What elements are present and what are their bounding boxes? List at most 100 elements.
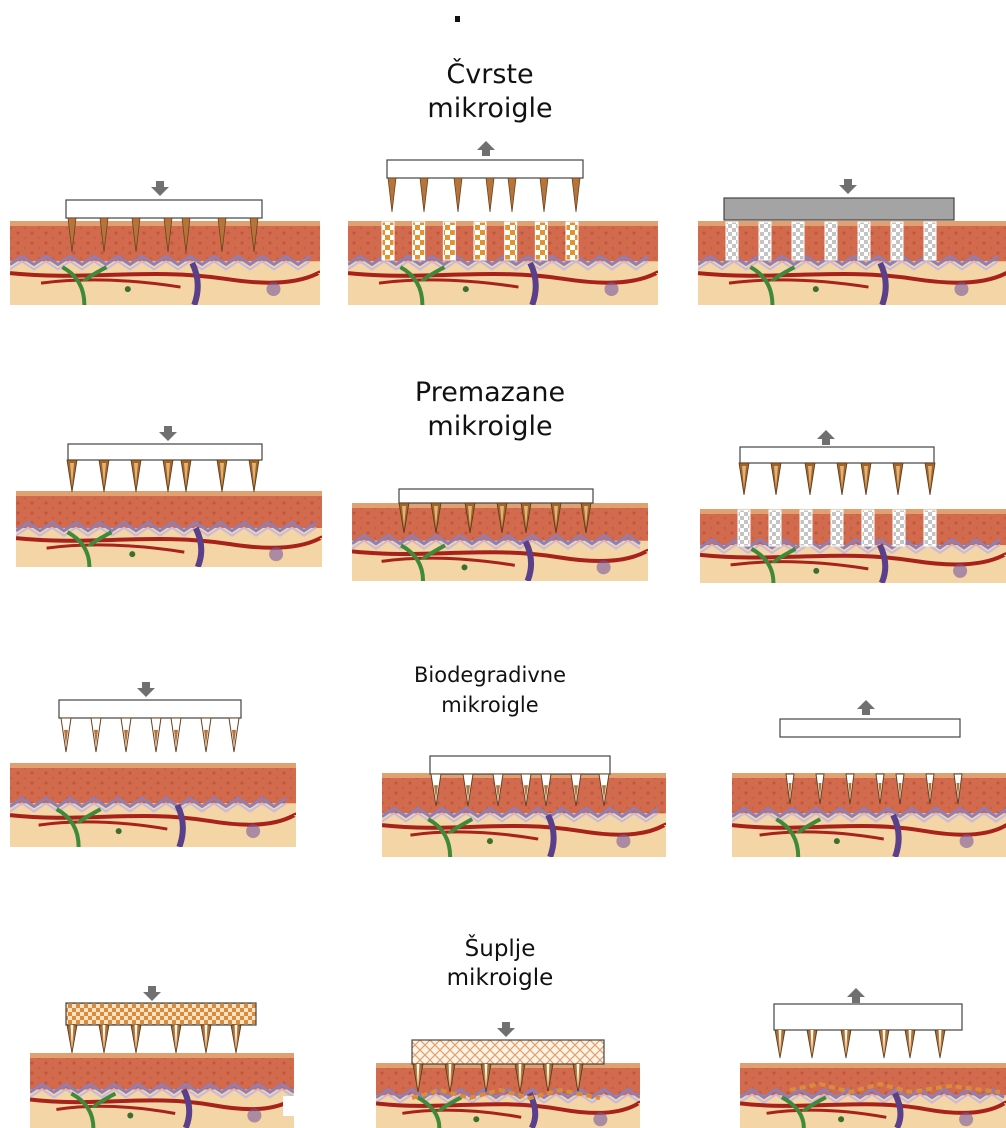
- skin-channel: [792, 222, 804, 260]
- skin-r1-c3: [698, 221, 1006, 305]
- skin-r1-c1: [10, 221, 320, 305]
- needle-array-base-r4-c3: [774, 1004, 962, 1030]
- down-arrow-icon: [839, 179, 857, 194]
- skin-channel: [505, 222, 517, 260]
- skin-channel: [858, 222, 870, 260]
- skin-r3-c3: [732, 773, 1006, 857]
- skin-channel: [535, 222, 547, 260]
- cell-purple: [955, 282, 969, 296]
- down-arrow-icon: [137, 682, 155, 697]
- drug-reservoir-r4-c1: [66, 1003, 256, 1025]
- skin-channel: [382, 222, 394, 260]
- cell-purple: [959, 1112, 973, 1126]
- needle-array-base-r3-c3: [780, 719, 960, 737]
- cell-dot: [461, 564, 467, 570]
- microneedle: [420, 178, 428, 212]
- cell-purple: [960, 834, 974, 848]
- skin-surface: [698, 221, 1006, 226]
- skin-layers: [698, 221, 1006, 305]
- down-arrow-icon: [159, 426, 177, 441]
- skin-surface: [16, 491, 322, 496]
- cell-purple: [269, 547, 283, 561]
- skin-layers: [10, 763, 296, 847]
- needle-array-base-r2-c1: [68, 444, 262, 460]
- white-notch: [283, 1096, 294, 1116]
- skin-channel: [759, 222, 771, 260]
- skin-r4-c1: [30, 1053, 294, 1128]
- skin-channel: [726, 222, 738, 260]
- skin-surface: [10, 763, 296, 768]
- skin-texture: [698, 226, 1006, 261]
- skin-r4-c3: [740, 1063, 1006, 1128]
- cell-dot: [473, 1116, 479, 1122]
- skin-r3-c1: [10, 763, 296, 847]
- cell-dot: [127, 1113, 133, 1119]
- down-arrow-icon: [497, 1022, 515, 1037]
- cell-dot: [838, 1116, 844, 1122]
- needles-r2-c3: [739, 463, 935, 495]
- down-arrow-icon: [151, 181, 169, 196]
- skin-channel: [893, 510, 905, 546]
- skin-texture: [10, 768, 296, 803]
- cell-dot: [116, 828, 122, 834]
- cell-purple: [247, 1109, 261, 1123]
- needles-r4-c1: [67, 1025, 241, 1053]
- skin-channel: [924, 510, 936, 546]
- up-arrow-icon: [817, 430, 835, 445]
- drug-patch-r1-c3: [724, 198, 954, 220]
- needle-array-base-r2-c2: [399, 489, 593, 503]
- up-arrow-icon: [857, 700, 875, 715]
- skin-channel: [862, 510, 874, 546]
- cell-purple: [597, 560, 611, 574]
- needle-array-base-r3-c2: [430, 756, 610, 774]
- cell-dot: [813, 568, 819, 574]
- microneedle: [388, 178, 396, 212]
- skin-channel: [831, 510, 843, 546]
- skin-channel: [474, 222, 486, 260]
- microneedle: [572, 178, 580, 212]
- skin-channel: [443, 222, 455, 260]
- skin-layers: [10, 221, 320, 305]
- skin-channel: [413, 222, 425, 260]
- skin-surface: [30, 1053, 294, 1058]
- microneedle: [540, 178, 548, 212]
- skin-texture: [732, 778, 1006, 813]
- drug-reservoir-r4-c2: [412, 1040, 604, 1064]
- cell-purple: [246, 824, 260, 838]
- skin-channel: [891, 222, 903, 260]
- skin-surface: [740, 1063, 1006, 1068]
- cell-purple: [267, 282, 281, 296]
- cell-dot: [463, 286, 469, 292]
- skin-surface: [732, 773, 1006, 778]
- cell-dot: [125, 286, 131, 292]
- microneedle: [454, 178, 462, 212]
- needle-array-base-r2-c3: [740, 447, 934, 463]
- skin-layers: [30, 1053, 294, 1128]
- skin-channel: [825, 222, 837, 260]
- cell-purple: [616, 834, 630, 848]
- skin-layers: [16, 491, 322, 567]
- cell-dot: [129, 551, 135, 557]
- skin-r2-c1: [16, 491, 322, 567]
- up-arrow-icon: [847, 988, 865, 1003]
- needle-array-base-r1-c2: [387, 160, 583, 178]
- needles-r2-c1: [67, 460, 259, 492]
- cell-purple: [593, 1112, 607, 1126]
- microneedle: [486, 178, 494, 212]
- cell-purple: [953, 564, 967, 578]
- skin-channel: [800, 510, 812, 546]
- cell-dot: [834, 838, 840, 844]
- needle-array-base-r3-c1: [59, 700, 241, 718]
- cell-purple: [605, 282, 619, 296]
- cell-dot: [487, 838, 493, 844]
- up-arrow-icon: [477, 141, 495, 156]
- needle-array-base-r1-c1: [66, 200, 262, 218]
- needles-r4-c3: [775, 1030, 945, 1058]
- needles-r3-c1: [61, 718, 239, 752]
- down-arrow-icon: [143, 986, 161, 1001]
- skin-channel: [769, 510, 781, 546]
- skin-layers: [732, 773, 1006, 857]
- microneedle: [508, 178, 516, 212]
